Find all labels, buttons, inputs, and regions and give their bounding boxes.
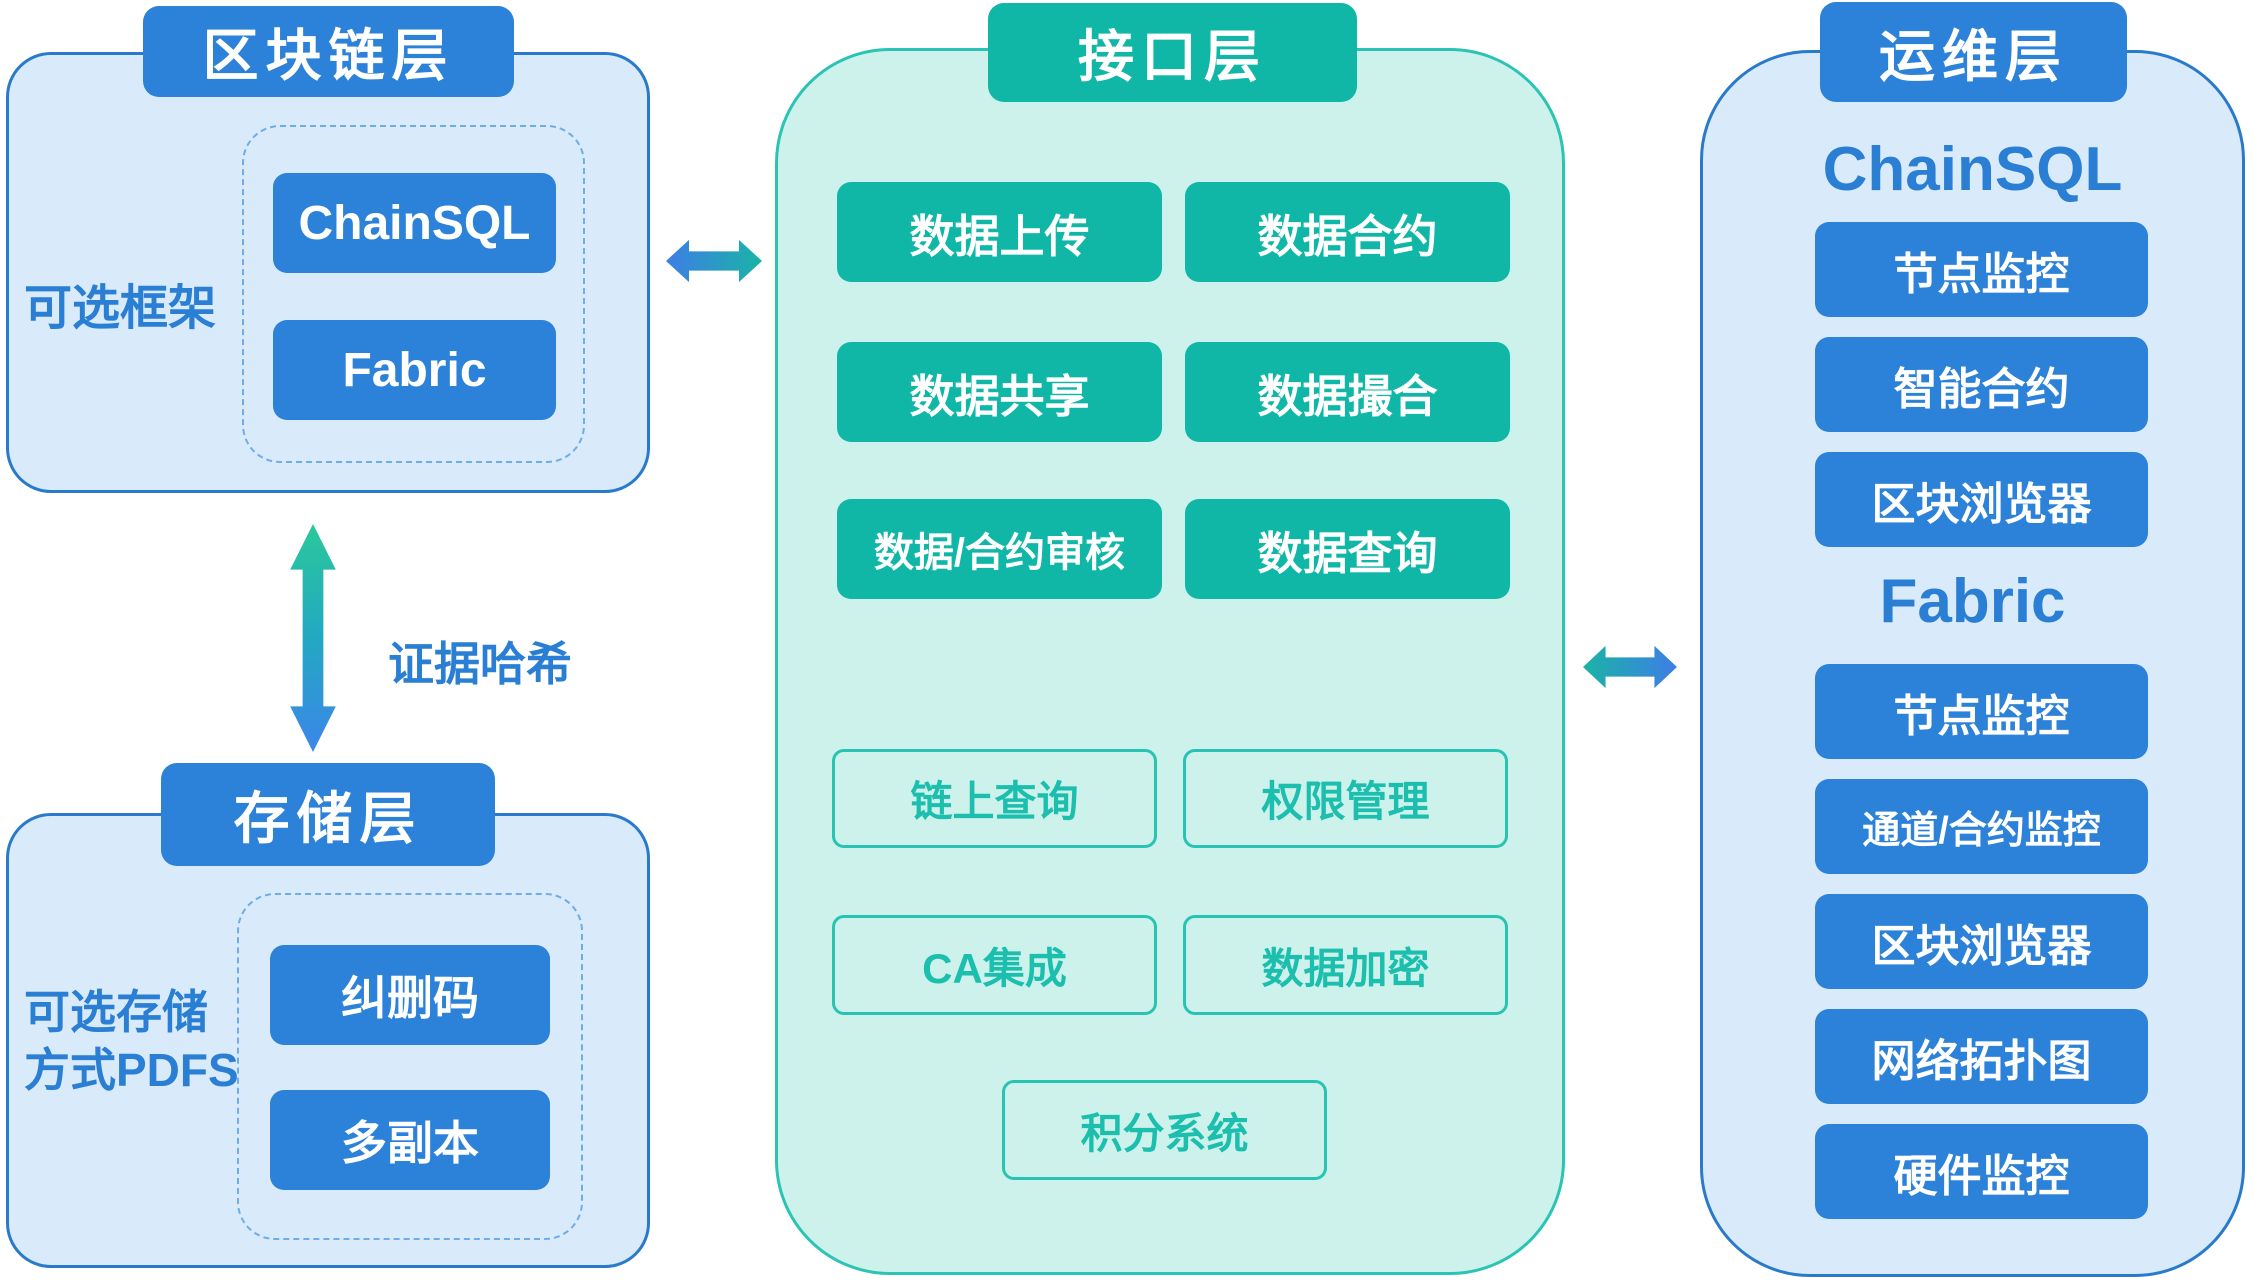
- ops-fabric-block-explorer-box: 区块浏览器: [1815, 894, 2148, 989]
- data-contract-review-box: 数据/合约审核: [837, 499, 1162, 599]
- ops-layer-title: 运维层: [1820, 2, 2127, 102]
- data-sharing-box: 数据共享: [837, 342, 1162, 442]
- data-matching-box: 数据撮合: [1185, 342, 1510, 442]
- storage-layer-title: 存储层: [161, 763, 495, 866]
- fabric-box: Fabric: [273, 320, 556, 420]
- framework-dashed-box: [242, 125, 585, 463]
- onchain-query-box: 链上查询: [832, 749, 1157, 848]
- optional-storage-label-line1: 可选存储: [24, 986, 208, 1038]
- points-system-box: 积分系统: [1002, 1080, 1327, 1180]
- ops-block-explorer-box: 区块浏览器: [1815, 452, 2148, 547]
- optional-storage-label: 可选存储 方式PDFS: [24, 983, 239, 1099]
- erasure-code-box: 纠删码: [270, 945, 550, 1045]
- ops-node-monitor-box: 节点监控: [1815, 222, 2148, 317]
- ops-smart-contract-box: 智能合约: [1815, 337, 2148, 432]
- multi-replica-box: 多副本: [270, 1090, 550, 1190]
- permission-management-box: 权限管理: [1183, 749, 1508, 848]
- ca-integration-box: CA集成: [832, 915, 1157, 1015]
- ops-channel-contract-monitor-box: 通道/合约监控: [1815, 779, 2148, 874]
- data-upload-box: 数据上传: [837, 182, 1162, 282]
- blockchain-interface-arrow: [666, 239, 762, 283]
- optional-storage-label-line2: 方式PDFS: [24, 1044, 239, 1096]
- chainsql-box: ChainSQL: [273, 173, 556, 273]
- interface-ops-arrow: [1583, 645, 1677, 689]
- optional-framework-label: 可选框架: [24, 282, 217, 335]
- data-contract-box: 数据合约: [1185, 182, 1510, 282]
- data-query-box: 数据查询: [1185, 499, 1510, 599]
- storage-dashed-box: [237, 893, 583, 1240]
- blockchain-layer-title: 区块链层: [143, 6, 514, 97]
- evidence-hash-label: 证据哈希: [388, 638, 572, 690]
- hash-link-arrow: [290, 524, 336, 752]
- data-encryption-box: 数据加密: [1183, 915, 1508, 1015]
- interface-layer-title: 接口层: [988, 3, 1357, 102]
- ops-chainsql-heading: ChainSQL: [1822, 135, 2123, 204]
- ops-network-topology-box: 网络拓扑图: [1815, 1009, 2148, 1104]
- ops-fabric-node-monitor-box: 节点监控: [1815, 664, 2148, 759]
- ops-hardware-monitor-box: 硬件监控: [1815, 1124, 2148, 1219]
- ops-fabric-heading: Fabric: [1879, 567, 2066, 636]
